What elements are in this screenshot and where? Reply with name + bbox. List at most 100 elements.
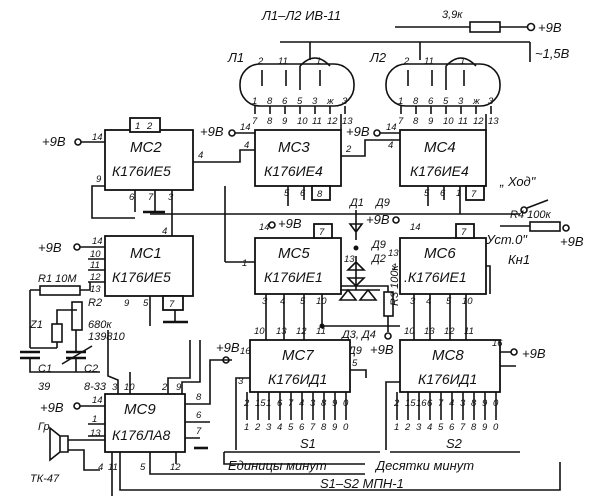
- l1-pin-number: 8: [267, 116, 273, 127]
- d1-label: Д1: [348, 197, 364, 209]
- mc9-pin7: 7: [196, 426, 202, 437]
- mc9-right-wires: [185, 359, 232, 439]
- switch-buses: [223, 451, 520, 465]
- mc4-pin4: 4: [388, 140, 393, 151]
- mc1-pin11: 11: [90, 260, 100, 271]
- mc7-supply: +9В: [216, 340, 240, 355]
- l1-pin-number: 11: [312, 116, 322, 127]
- switch-pin-top: 15: [255, 398, 266, 409]
- mc7-pin16: 16: [240, 346, 251, 357]
- kn1-label: Кн1: [508, 252, 530, 267]
- l1-seg-label: 1: [252, 96, 257, 107]
- c2-value: 8-33: [84, 381, 107, 393]
- l2-pin-a: 2: [403, 56, 410, 67]
- mc9-top-wires: [107, 330, 201, 394]
- mc9-pin12: 12: [170, 462, 181, 473]
- chip-mc3-tab: [311, 185, 331, 201]
- switch-pin-bottom: 3: [266, 422, 272, 433]
- r1-resistor: [39, 285, 81, 296]
- mc5-in-wire: [224, 186, 255, 263]
- l2-pin-number: 11: [458, 116, 468, 127]
- switch-pin-bottom: 5: [438, 422, 444, 433]
- c2-label: C2: [84, 363, 98, 375]
- l2-arc: [445, 57, 477, 67]
- switch-pin-bottom: 1: [394, 422, 399, 433]
- mc5-name: МС5: [278, 245, 310, 262]
- mc2-supply: +9В: [42, 134, 66, 149]
- mc9-pin2: 2: [161, 382, 168, 393]
- mc2-pin3: 3: [168, 192, 174, 203]
- l1-pin-number: 13: [342, 116, 353, 127]
- mc9-pin11: 11: [108, 462, 118, 473]
- mc3-bottom-wires: [287, 186, 305, 206]
- mc6-pin3: 3: [410, 296, 416, 307]
- mc9-pin6: 6: [196, 410, 202, 421]
- mc9-pin4: 4: [98, 462, 103, 473]
- speaker-wires: [68, 439, 105, 471]
- switch-pin-bottom: 8: [321, 422, 327, 433]
- mc1-bottom-wires: [149, 296, 176, 326]
- d9a-label: Д9: [374, 197, 390, 209]
- mc9-bottom-wires: [111, 452, 561, 496]
- d2-diodes: [346, 256, 366, 290]
- chip-mc6: [399, 237, 487, 295]
- mc9-name: МС9: [124, 401, 156, 418]
- chip-mc6-tab: [455, 223, 475, 239]
- r1-label: R1 10М: [38, 273, 77, 285]
- switch-pin-bottom: 8: [471, 422, 477, 433]
- run-switch-contact: [520, 206, 528, 214]
- mc1-supply: +9В: [38, 240, 62, 255]
- mc4-pin7: 7: [471, 189, 477, 200]
- l1-arc: [299, 57, 331, 67]
- chip-mc1-tab: [162, 295, 184, 311]
- mc7-type: К176ИД1: [268, 371, 327, 387]
- mc3-supply: +9В: [200, 124, 224, 139]
- mc3-pin14: 14: [240, 122, 251, 133]
- mc7-pin5: 5: [352, 358, 358, 369]
- mc6-pin5: 5: [446, 296, 452, 307]
- mc2-name: МС2: [130, 139, 162, 156]
- mc9-pin3: 3: [112, 382, 118, 393]
- speaker-label: Гр: [38, 421, 50, 433]
- mc4-name: МС4: [424, 139, 456, 156]
- switch-pin-bottom: 4: [427, 422, 432, 433]
- switch-pin-bottom: 9: [332, 422, 338, 433]
- node-dot-2: [319, 323, 325, 329]
- mc-top-links: [340, 114, 487, 130]
- top-resistor: [469, 21, 501, 33]
- switch-pin-bottom: 1: [244, 422, 249, 433]
- mc9-left-wires: [80, 405, 105, 437]
- mc9-pin9: 9: [176, 382, 182, 393]
- switch-name-caption: S1–S2 МПН-1: [320, 476, 404, 491]
- mc3-name: МС3: [278, 139, 310, 156]
- switch-pin-top: 16: [416, 398, 427, 409]
- l1-electrodes: [261, 66, 321, 90]
- tube-l2: [385, 63, 501, 107]
- mc7-name: МС7: [282, 347, 314, 364]
- mc9-pin14: 14: [92, 395, 103, 406]
- mc6-pin1: 1: [392, 262, 397, 273]
- mc6-pin10: 10: [462, 296, 473, 307]
- mc2-pin9: 9: [96, 174, 102, 185]
- mc7-supply-terminal: [222, 356, 230, 364]
- mc1-pin7: 7: [169, 299, 175, 310]
- s2-label: S2: [446, 436, 463, 451]
- mc8-left-wire: [385, 381, 400, 450]
- mc3-pin2: 2: [345, 144, 352, 155]
- l1-pin-number: 12: [327, 116, 338, 127]
- mc5-pin4: 4: [280, 296, 285, 307]
- l2-seg-label: 5: [443, 96, 449, 107]
- mc7-left-wire: [235, 377, 250, 450]
- l1-seg-label: 6: [282, 96, 288, 107]
- mc2-bottom-pins: [134, 190, 173, 240]
- mc5-pin5: 5: [300, 296, 306, 307]
- mc2-pin9-wire: [91, 185, 135, 219]
- l1-seg-label: 3: [342, 96, 348, 107]
- chip-mc4-tab: [465, 185, 485, 201]
- top-resistor-label: 3,9к: [442, 9, 463, 21]
- l2-pin-number: 13: [488, 116, 499, 127]
- switch-pin-bottom: 4: [277, 422, 282, 433]
- mc4-pin14: 14: [386, 122, 397, 133]
